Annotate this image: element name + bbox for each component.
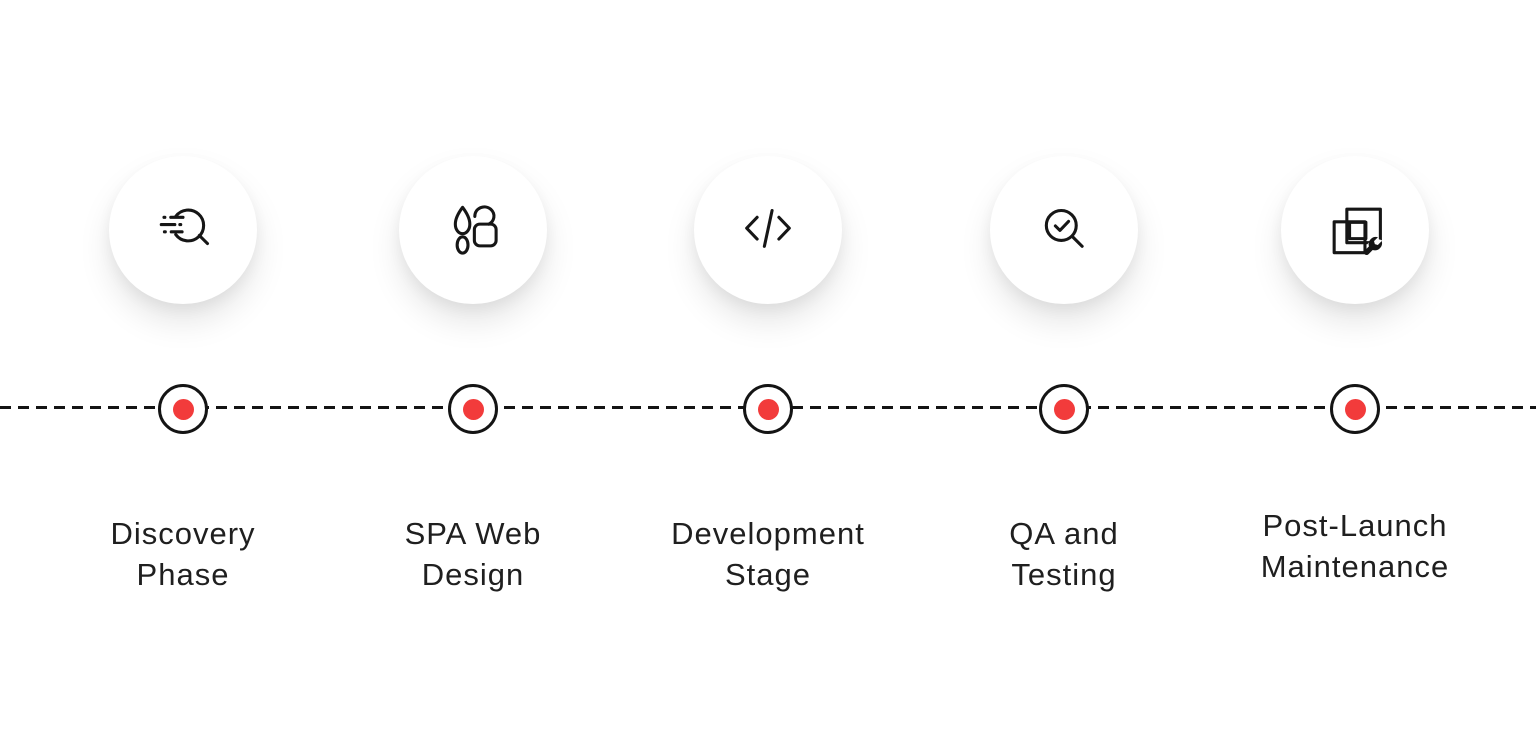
search-lines-icon [159, 208, 210, 246]
stage-qa-and-testing: QA and Testing [914, 0, 1214, 750]
timeline-node-dot [172, 398, 194, 420]
stage-label: Discovery Phase [18, 513, 348, 595]
stage-label-line: Maintenance [1260, 549, 1450, 584]
stage-label-line: Stage [724, 557, 811, 592]
stage-icon-bubble [109, 156, 257, 304]
timeline-node-dot [1344, 398, 1366, 420]
stage-post-launch-maintenance: Post-Launch Maintenance [1205, 0, 1505, 750]
stage-label: QA and Testing [899, 513, 1229, 595]
code-icon [745, 208, 791, 248]
stage-label-line: Testing [1011, 557, 1117, 592]
stage-label-line: Discovery [110, 516, 256, 551]
timeline-node-dot [757, 398, 779, 420]
stage-label-line: Post-Launch [1262, 508, 1448, 543]
stage-label: SPA Web Design [308, 513, 638, 595]
search-check-icon [1044, 208, 1084, 248]
stage-label: Development Stage [603, 513, 933, 595]
stage-label: Post-Launch Maintenance [1190, 505, 1520, 587]
stage-icon-bubble [399, 156, 547, 304]
stage-label-line: SPA Web [404, 516, 542, 551]
brush-shape-icon [453, 205, 498, 255]
stage-development-stage: Development Stage [618, 0, 918, 750]
stage-label-line: Phase [136, 557, 230, 592]
stage-discovery-phase: Discovery Phase [33, 0, 333, 750]
stage-spa-web-design: SPA Web Design [323, 0, 623, 750]
stage-icon-bubble [1281, 156, 1429, 304]
timeline-node-dot [462, 398, 484, 420]
timeline-node [448, 384, 498, 434]
stage-label-line: Development [671, 516, 865, 551]
stage-icon-bubble [694, 156, 842, 304]
stage-label-line: Design [421, 557, 525, 592]
squares-wrench-icon [1332, 207, 1384, 259]
timeline-node [743, 384, 793, 434]
stage-icon-bubble [990, 156, 1138, 304]
timeline-node [1330, 384, 1380, 434]
timeline-node [158, 384, 208, 434]
timeline-node-dot [1053, 398, 1075, 420]
timeline-node [1039, 384, 1089, 434]
stage-label-line: QA and [1009, 516, 1119, 551]
